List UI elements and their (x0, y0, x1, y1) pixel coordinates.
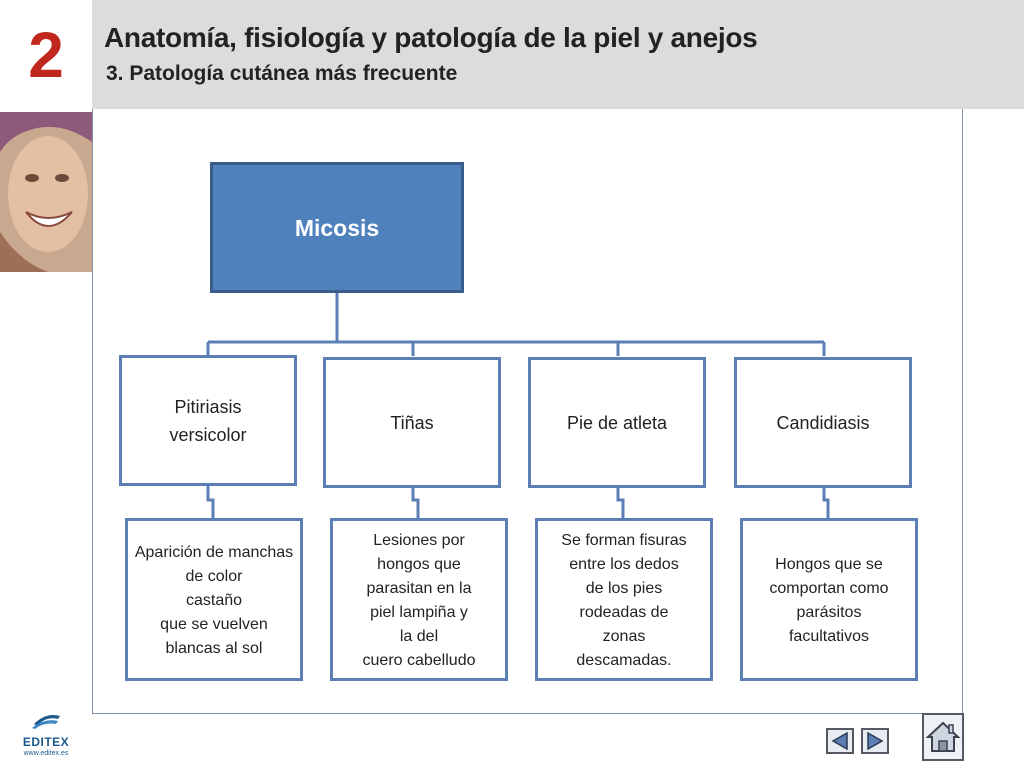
description-text: Lesiones por hongos que parasitan en la … (362, 532, 476, 669)
logo-text: EDITEX (22, 735, 70, 749)
logo-url: www.editex.es (23, 750, 69, 757)
next-arrow-icon (867, 731, 884, 751)
description-text: Aparición de manchas de color castaño qu… (134, 544, 294, 657)
page-title: Anatomía, fisiología y patología de la p… (104, 22, 758, 53)
category-box-pitiriasis: Pitiriasis versicolor (119, 355, 297, 486)
root-label: Micosis (294, 214, 380, 241)
category-box-pie-de-atleta: Pie de atleta (528, 357, 706, 488)
description-box-candidiasis: Hongos que se comportan como parásitos f… (740, 518, 918, 681)
page-subtitle: 3. Patología cutánea más frecuente (106, 62, 458, 85)
category-box-candidiasis: Candidiasis (734, 357, 912, 488)
header-bar (92, 0, 1024, 109)
description-box-tinas: Lesiones por hongos que parasitan en la … (330, 518, 508, 681)
category-label: Tiñas (390, 412, 434, 433)
description-box-pitiriasis: Aparición de manchas de color castaño qu… (125, 518, 303, 681)
smiling-woman-photo (0, 112, 92, 272)
home-button[interactable] (922, 713, 964, 761)
next-button[interactable] (861, 728, 889, 754)
chapter-number: 2 (28, 19, 64, 91)
editex-logo: EDITEX www.editex.es (18, 710, 74, 760)
root-box-micosis: Micosis (210, 162, 464, 293)
category-label: Pitiriasis versicolor (169, 396, 247, 445)
description-box-pie-de-atleta: Se forman fisuras entre los dedos de los… (535, 518, 713, 681)
prev-arrow-icon (831, 731, 848, 751)
editex-logo-icon (32, 715, 60, 729)
category-label: Candidiasis (776, 412, 870, 433)
description-text: Se forman fisuras entre los dedos de los… (561, 532, 687, 669)
prev-button[interactable] (826, 728, 854, 754)
content-frame (92, 109, 963, 714)
category-box-tinas: Tiñas (323, 357, 501, 488)
description-text: Hongos que se comportan como parásitos f… (769, 556, 889, 645)
category-label: Pie de atleta (566, 412, 668, 433)
home-icon (925, 721, 961, 752)
